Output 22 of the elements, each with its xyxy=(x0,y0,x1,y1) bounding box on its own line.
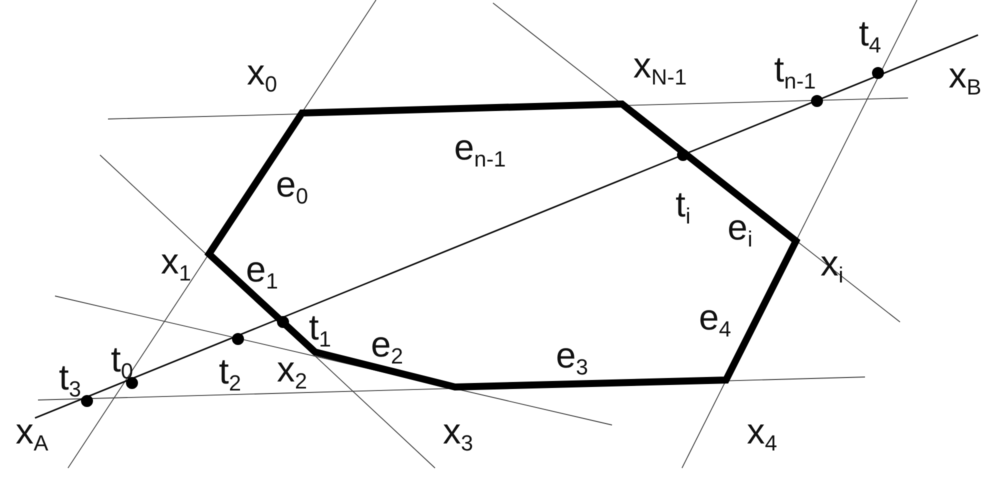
point-label: t$_{4}$ xyxy=(858,16,882,56)
endpoint-label: x$_{B}$ xyxy=(948,58,982,98)
side-label: e$_{0}$ xyxy=(276,166,308,208)
side-label: e$_{2}$ xyxy=(370,326,404,368)
side-label: e$_{3}$ xyxy=(556,338,588,378)
point-label: t$_{1}$ xyxy=(308,310,332,350)
point-label: t$_{i}$ xyxy=(676,186,690,228)
endpoint-label: x$_{A}$ xyxy=(16,414,48,454)
side-label: e$_{4}$ xyxy=(698,300,732,340)
side-label: e$_{i}$ xyxy=(728,210,752,250)
vertex-label: x$_{0}$ xyxy=(246,54,278,96)
side-label: e$_{n-1}$ xyxy=(454,130,506,170)
point-label: t$_{2}$ xyxy=(218,354,242,394)
vertex-label: x$_{3}$ xyxy=(442,414,474,454)
point-label: t$_{0}$ xyxy=(110,342,134,382)
vertex-label: x$_{2}$ xyxy=(276,352,308,392)
vertex-label: x$_{4}$ xyxy=(746,414,778,454)
vertex-label: x$_{N-1}$ xyxy=(633,48,687,88)
point-label: t$_{n-1}$ xyxy=(774,52,816,92)
point-label: t$_{3}$ xyxy=(58,360,82,400)
vertex-label: x$_{1}$ xyxy=(160,244,192,284)
side-label: e$_{1}$ xyxy=(246,252,278,292)
